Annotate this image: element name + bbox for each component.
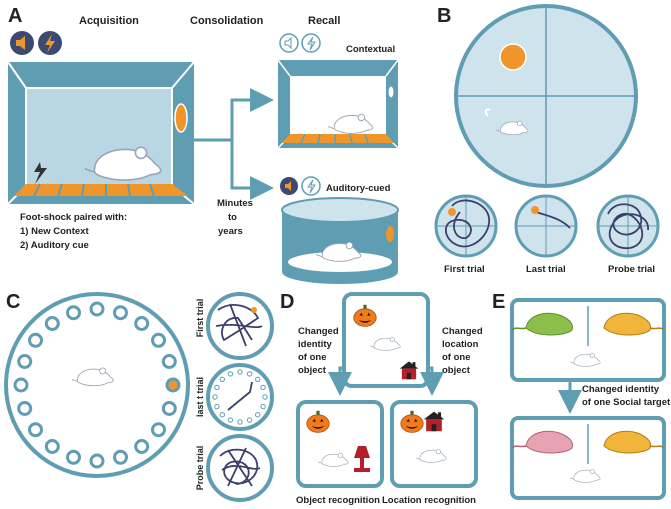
maze-hole	[262, 394, 268, 400]
maze-hole	[89, 301, 105, 317]
panel-e-letter: E	[492, 291, 505, 313]
maze-hole	[28, 332, 43, 348]
speaker-outline-icon-contextual	[279, 33, 299, 53]
panel-a-letter: A	[8, 5, 22, 27]
foot-shock-line1: Foot-shock paired with:	[20, 212, 127, 223]
maze-hole	[237, 419, 243, 425]
object-recognition-label: Object recognition	[296, 495, 380, 506]
acquisition-chamber	[7, 61, 195, 205]
auditory-cylinder	[281, 197, 399, 284]
trial-first	[434, 194, 498, 258]
d-location-arena	[390, 400, 478, 488]
d-right-change-line4: object	[442, 365, 471, 376]
water-maze	[454, 4, 638, 188]
maze-hole	[212, 394, 218, 400]
target-hole	[165, 377, 181, 393]
phase-recall: Recall	[308, 15, 340, 27]
e-change-line1: Changed identity	[582, 384, 660, 395]
maze-hole	[219, 376, 226, 382]
lightning-outline-icon-contextual	[301, 33, 321, 53]
c-trial-last-label: last t trial	[195, 377, 205, 417]
speaker-icon	[10, 31, 34, 55]
maze-hole	[134, 316, 150, 331]
trial-last	[514, 194, 578, 258]
panel-c: C First trial last t trial Probe trial	[4, 291, 274, 502]
panel-a: A Acquisition Consolidation Recall Foot-…	[7, 5, 399, 284]
maze-hole	[227, 371, 234, 377]
maze-hole	[89, 453, 105, 469]
maze-hole	[227, 417, 234, 423]
trial-probe-label: Probe trial	[608, 264, 655, 275]
panel-e: E Changed identity of one Social target	[492, 291, 671, 500]
panel-d: D Changed identity of one object Changed…	[280, 291, 483, 506]
maze-hole	[17, 401, 33, 416]
d-left-change-line2: identity	[298, 339, 332, 350]
maze-hole	[66, 305, 81, 321]
panel-c-letter: C	[6, 291, 20, 313]
maze-hole	[255, 412, 261, 418]
foot-shock-line2: 1) New Context	[20, 226, 89, 237]
c-trial-probe-label: Probe trial	[195, 446, 205, 491]
maze-hole	[113, 449, 128, 465]
c-trial-first	[206, 292, 274, 360]
maze-hole	[214, 403, 220, 410]
maze-hole	[161, 401, 177, 416]
d-object-arena	[296, 400, 384, 488]
maze-hole	[28, 422, 43, 438]
maze-hole	[151, 422, 166, 438]
panel-b-letter: B	[437, 5, 451, 27]
d-left-change-line1: Changed	[298, 326, 339, 337]
e-training-arena	[510, 298, 666, 382]
maze-hole	[66, 449, 81, 465]
maze-hole	[17, 354, 33, 369]
maze-hole	[13, 377, 29, 393]
c-trial-probe	[206, 434, 274, 502]
maze-hole	[214, 384, 220, 391]
interval-line3: years	[218, 226, 243, 237]
barnes-holes	[13, 301, 181, 469]
speaker-icon-auditory	[280, 177, 298, 195]
maze-hole	[246, 417, 253, 423]
maze-hole	[237, 369, 243, 375]
maze-hole	[44, 439, 60, 454]
maze-hole	[161, 354, 177, 369]
panel-b: B First trial Last trial	[434, 4, 660, 275]
contextual-chamber	[277, 59, 399, 149]
trial-last-label: Last trial	[526, 264, 566, 275]
interval-line1: Minutes	[217, 198, 253, 209]
lamp-icon	[354, 446, 370, 472]
panel-d-letter: D	[280, 291, 294, 313]
c-trial-first-label: First trial	[195, 299, 205, 338]
c-trial-last	[206, 363, 274, 431]
maze-hole	[151, 332, 166, 348]
phase-consolidation: Consolidation	[190, 15, 264, 27]
trial-first-label: First trial	[444, 264, 485, 275]
d-right-change-line3: of one	[442, 352, 471, 363]
maze-hole	[219, 412, 226, 418]
d-left-change-line4: object	[298, 365, 327, 376]
auditory-cued-label: Auditory-cued	[326, 183, 391, 194]
maze-hole	[260, 403, 266, 410]
contextual-label: Contextual	[346, 44, 395, 55]
interval-line2: to	[228, 212, 237, 223]
location-recognition-label: Location recognition	[382, 495, 476, 506]
foot-shock-line3: 2) Auditory cue	[20, 240, 89, 251]
d-left-change-line3: of one	[298, 352, 327, 363]
e-change-line2: of one Social target	[582, 397, 671, 408]
maze-hole	[113, 305, 128, 321]
lightning-outline-icon-auditory	[301, 176, 321, 196]
maze-hole	[44, 316, 60, 331]
e-test-arena	[510, 416, 666, 500]
maze-hole	[246, 371, 253, 377]
maze-hole	[134, 439, 150, 454]
maze-hole	[255, 376, 261, 382]
barnes-maze	[4, 292, 190, 478]
d-right-change-line2: location	[442, 339, 479, 350]
lightning-icon	[38, 31, 62, 55]
trial-probe	[596, 194, 660, 258]
d-right-change-line1: Changed	[442, 326, 483, 337]
d-training-arena	[342, 292, 430, 388]
phase-acquisition: Acquisition	[79, 15, 139, 27]
maze-hole	[260, 384, 266, 391]
